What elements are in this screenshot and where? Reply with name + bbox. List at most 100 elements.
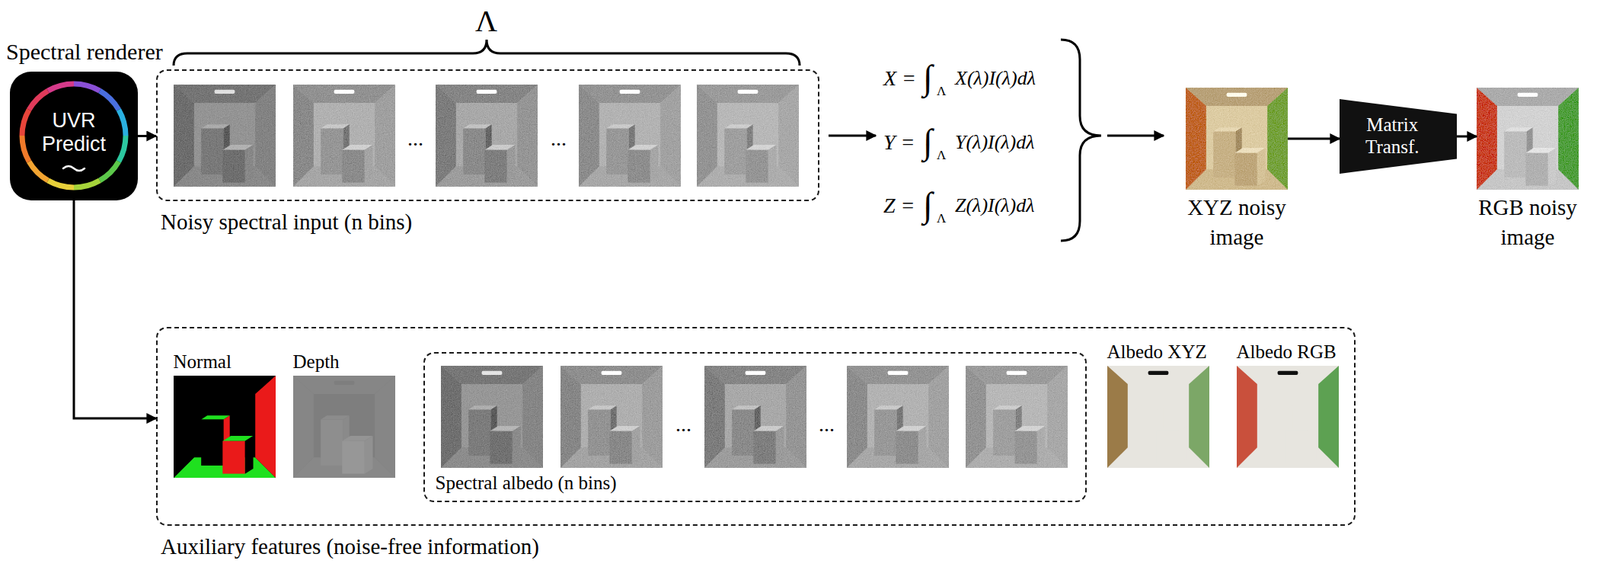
logo-tile [9,71,138,201]
image-node: XYZ noisy image [1185,87,1288,190]
spectral-albedo-group: Spectral albedo (n bins) [423,351,1087,502]
node-label: XYZ noisy image [1175,192,1298,253]
ring-arc [118,109,126,136]
equation-part: X(λ)I(λ)dλ [954,66,1036,90]
equation-part: X = [883,65,917,92]
ring-arc [28,90,48,110]
image-node: Albedo RGB [1236,365,1339,468]
image-node: RGB noisy image [1476,87,1579,190]
noisy-render [578,84,681,187]
equation-part: ... [550,125,567,152]
ring-arc [22,135,29,162]
equation-part: Λ [475,3,498,40]
renderer-logo: Spectral rendererUVR Predict [9,71,138,201]
albedo-bin [560,365,663,468]
ring-arc [99,161,119,181]
shade [440,365,543,468]
logo-ring [22,83,126,188]
equation-part: Λ [936,210,946,227]
trapezoid-fill [1339,99,1457,174]
cornell-box [173,84,276,187]
spectral-input-group: Noisy spectral input (n bins) [156,69,820,202]
cornell-box [696,84,799,187]
shade [846,365,949,468]
albedo-xyz-map [1107,365,1210,468]
node-label: Auxiliary features (noise-free informati… [160,533,540,560]
flow-connector [73,200,157,419]
node-label: RGB noisy image [1466,192,1589,253]
cornell-box [578,84,681,187]
flow-connector [1287,137,1340,141]
noisy-render [435,84,538,187]
ring-arc [118,135,126,162]
equation-part: ... [675,411,692,438]
equation-part: ∫ [922,183,933,226]
node-label: Albedo RGB [1236,340,1337,364]
noisy-render [293,84,396,187]
node-label: Spectral renderer [6,38,163,66]
shade [696,84,799,187]
ring-arc [47,83,74,91]
equation-part: ∫ [922,56,933,99]
cornell-box [1185,87,1288,190]
range-brace [173,39,800,66]
albedo-bin [965,365,1068,468]
node-label: Noisy spectral input (n bins) [160,208,412,236]
flow-connector [1456,135,1477,138]
shade [293,84,396,187]
depth-map [293,375,396,478]
flow-connector [137,134,157,138]
cornell-box [704,365,807,468]
cornell-box [440,365,543,468]
normal-map [173,375,276,478]
noisy-render [696,84,799,187]
cornell-box [846,365,949,468]
equation-part: Z(λ)I(λ)dλ [954,193,1035,218]
equation-part: ∫ [922,120,933,163]
ring-arc [73,180,100,188]
transform-block: Matrix Transf. [1339,99,1457,174]
cornell-box [435,84,538,187]
node-label: Normal [173,350,232,374]
logo-wave [63,166,85,171]
shade [173,84,276,187]
equation-part: Λ [936,83,946,100]
albedo-bin [704,365,807,468]
node-label: Matrix Transf. [1355,114,1429,159]
rgb-render [1476,87,1579,190]
ring-arc [28,161,48,181]
flow-arrow [828,134,876,138]
albedo-rgb-map [1236,365,1339,468]
ring-arc [99,90,119,110]
cornell-box [1476,87,1579,190]
shade [560,365,663,468]
image-node: Depth [293,375,396,478]
shade [578,84,681,187]
flow-arrow [1107,134,1164,138]
equation-part: Y(λ)I(λ)dλ [954,130,1035,154]
albedo-bin [846,365,949,468]
equation-part: Λ [936,147,946,163]
noisy-render [173,84,276,187]
equation-brace [1060,39,1102,241]
node-label: Depth [293,350,340,374]
cornell-box [293,84,396,187]
cornell-box [560,365,663,468]
auxiliary-group: Auxiliary features (noise-free informati… [156,326,1356,526]
node-label: Spectral albedo (n bins) [435,471,617,495]
ring-arc [73,83,100,91]
cornell-box [965,365,1068,468]
equation-part: ... [407,125,424,152]
node-label: Albedo XYZ [1107,340,1208,364]
equation-part: ... [818,411,835,438]
albedo-bin [440,365,543,468]
equation-part: Y = [883,129,915,156]
logo-text: UVR Predict [38,108,109,156]
equation-part: Z = [883,192,915,219]
image-node: Albedo XYZ [1107,365,1210,468]
ring-arc [22,109,29,136]
